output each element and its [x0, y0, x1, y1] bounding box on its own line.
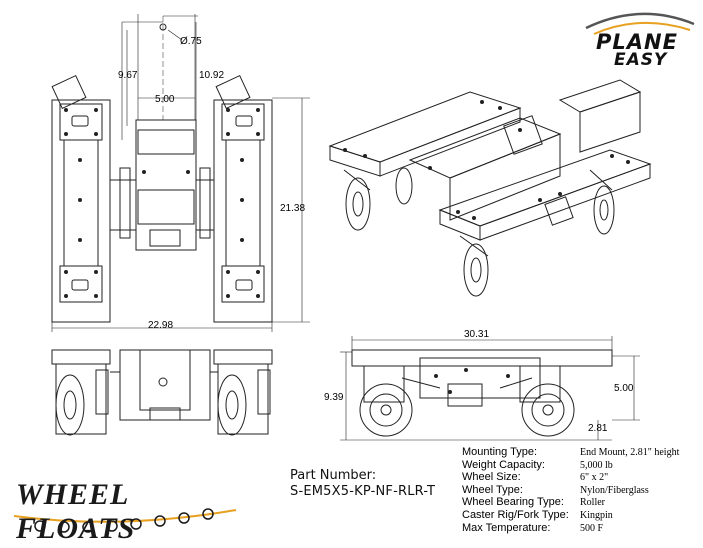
part-number-label: Part Number: — [290, 468, 377, 483]
spec-value: 6" x 2" — [580, 472, 609, 484]
plane-easy-swoosh — [585, 12, 695, 35]
spec-value: 5,000 lb — [580, 459, 613, 471]
spec-key: Wheel Bearing Type: — [462, 496, 564, 509]
spec-key: Max Temperature: — [462, 521, 551, 534]
wheel-floats-text: WHEEL FLOATS — [16, 478, 136, 545]
wheel-floats-logo: WHEEL FLOATS — [12, 478, 237, 545]
overall-width-dim: 22.98 — [148, 320, 174, 331]
wheel-floats-wheels — [13, 508, 237, 533]
front-view — [51, 349, 273, 436]
spec-key: Mounting Type: — [462, 446, 538, 458]
spec-value: Kingpin — [580, 509, 613, 521]
plane-easy-line1: PLANE — [596, 30, 678, 54]
span-dim: 5.00 — [155, 94, 175, 105]
overall-height-dim: 21.38 — [280, 203, 306, 214]
side-view — [340, 336, 640, 441]
plane-easy-logo: PLANE EASY — [582, 8, 694, 72]
isometric-view — [328, 79, 652, 297]
center-height-dim: 10.92 — [199, 70, 225, 81]
plane-easy-line2: EASY — [614, 50, 668, 70]
side-length-dim: 30.31 — [464, 329, 490, 340]
part-number-value: S-EM5X5-KP-NF-RLR-T — [290, 484, 436, 499]
spec-value: Nylon/Fiberglass — [580, 484, 649, 496]
part-number-block: Part Number: S-EM5X5-KP-NF-RLR-T — [290, 468, 435, 499]
left-height-dim: 9.67 — [118, 70, 138, 81]
spec-value: End Mount, 2.81" height — [580, 447, 680, 458]
side-height-dim: 9.39 — [324, 392, 344, 403]
spec-value: Roller — [580, 497, 605, 509]
side-upper-dim: 5.00 — [614, 383, 634, 394]
side-lower-dim: 2.81 — [588, 423, 608, 434]
spec-key: Caster Rig/Fork Type: — [462, 508, 569, 521]
hole-diameter-dim: Ø.75 — [180, 36, 202, 47]
spec-key: Wheel Type: — [462, 483, 523, 496]
spec-value: 500 F — [580, 522, 604, 534]
spec-key: Weight Capacity: — [462, 458, 545, 471]
top-view — [51, 14, 310, 332]
spec-key: Wheel Size: — [462, 471, 521, 484]
